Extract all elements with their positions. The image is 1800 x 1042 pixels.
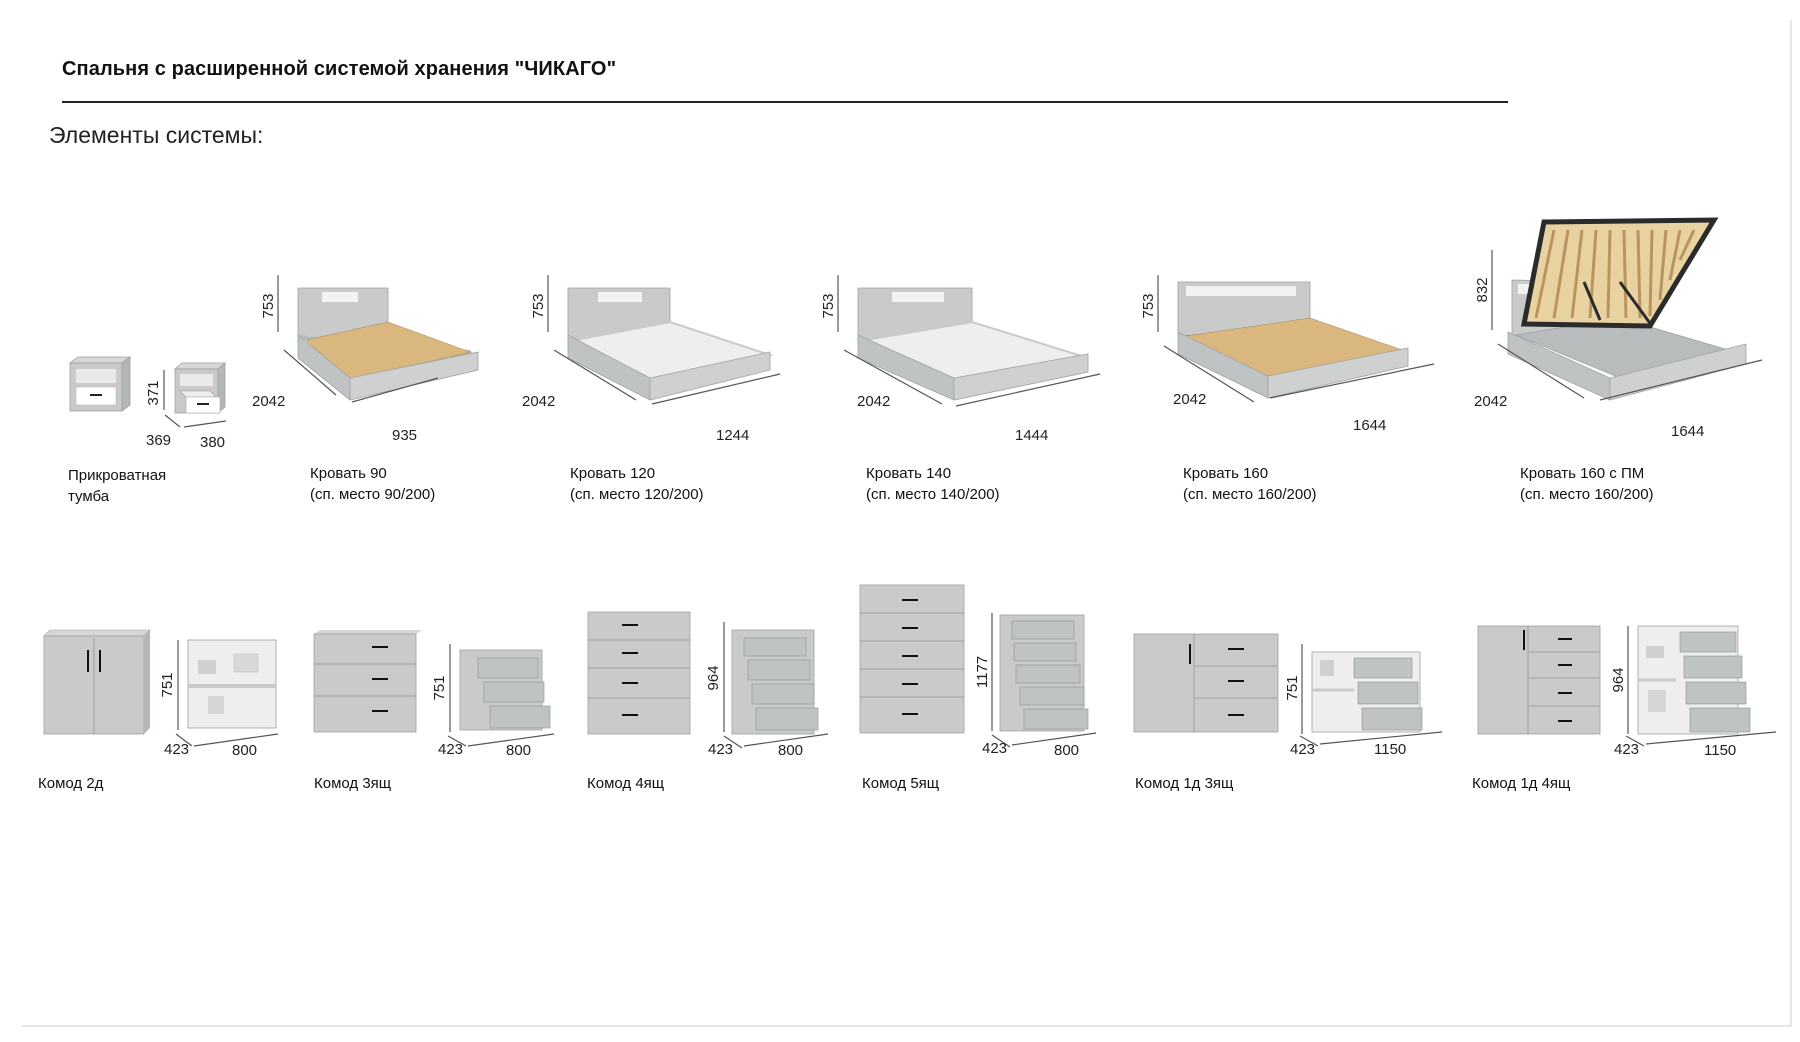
nightstand-dimensions: 371 369 380	[145, 370, 227, 451]
product-name: Комод 3ящ	[314, 775, 392, 792]
product-name-line-1: Кровать 160	[1183, 465, 1269, 482]
dim-depth: 423	[164, 741, 189, 758]
product-name: Комод 1д 3ящ	[1135, 775, 1234, 792]
dim-width: 1150	[1704, 742, 1736, 759]
product-nightstand: 371 369 380 Прикроватная тумба	[60, 355, 260, 505]
page-frame	[22, 20, 1792, 1027]
dresser-1d3-illustration: 751 423 1150	[1133, 633, 1443, 758]
product-name-line-2: (сп. место 160/200)	[1183, 486, 1317, 503]
product-dresser-2-doors: 751 423 800 Комод 2д	[38, 629, 298, 792]
dim-height: 753	[530, 293, 547, 318]
product-bed-90: 753 2042 935 Кровать 90 (сп. место 90/20…	[252, 275, 510, 503]
product-dresser-4-drawers: 964 423 800 Комод 4ящ	[582, 610, 842, 792]
bed-160-lift-illustration: 832 2042 1644	[1474, 217, 1763, 440]
dim-width: 800	[232, 742, 257, 759]
product-name: Комод 1д 4ящ	[1472, 775, 1571, 792]
product-name-line-2: тумба	[68, 488, 110, 505]
dim-width: 800	[1054, 742, 1079, 759]
dim-depth: 423	[708, 741, 733, 758]
product-name: Комод 4ящ	[587, 775, 665, 792]
dim-depth: 423	[1290, 741, 1315, 758]
dresser-5-illustration: 1177 423 800	[859, 584, 1097, 759]
product-name: Комод 2д	[38, 775, 104, 792]
product-name-line-2: (сп. место 120/200)	[570, 486, 704, 503]
product-name: Комод 5ящ	[862, 775, 940, 792]
product-dresser-1-door-4-drawers: 964 423 1150 Комод 1д 4ящ	[1472, 610, 1786, 792]
bed-90-illustration: 753 2042 935	[252, 275, 479, 444]
product-bed-140: 753 2042 1444 Кровать 140 (сп. место 140…	[820, 275, 1120, 503]
dim-depth: 2042	[522, 393, 555, 410]
title-divider	[62, 101, 1508, 103]
dim-width: 1244	[716, 427, 749, 444]
bed-160-illustration: 753 2042 1644	[1140, 275, 1435, 434]
product-name-line-1: Кровать 140	[866, 465, 952, 482]
dim-depth: 369	[146, 432, 171, 449]
product-dresser-5-drawers: 1177 423 800 Комод 5ящ	[856, 584, 1116, 792]
product-bed-120: 753 2042 1244 Кровать 120 (сп. место 120…	[522, 275, 800, 503]
dim-width: 935	[392, 427, 417, 444]
bed-120-illustration: 753 2042 1244	[522, 275, 781, 444]
dim-height: 751	[159, 672, 176, 697]
dim-width: 800	[506, 742, 531, 759]
product-dresser-3-drawers: 751 423 800 Комод 3ящ	[310, 630, 570, 792]
nightstand-illustration	[68, 356, 227, 414]
dim-width: 1644	[1353, 417, 1386, 434]
dim-height: 753	[820, 293, 837, 318]
dresser-1d4-illustration: 964 423 1150	[1477, 625, 1777, 759]
dim-height: 753	[1140, 293, 1157, 318]
dim-depth: 423	[1614, 741, 1639, 758]
dim-height: 751	[431, 675, 448, 700]
dim-depth: 423	[982, 740, 1007, 757]
product-bed-160-lift: 832 2042 1644 Кровать 160 с ПМ (сп. мест…	[1474, 217, 1780, 503]
bed-140-illustration: 753 2042 1444	[820, 275, 1101, 444]
dim-depth: 423	[438, 741, 463, 758]
product-name-line-1: Прикроватная	[68, 467, 167, 484]
product-bed-160: 753 2042 1644 Кровать 160 (сп. место 160…	[1140, 275, 1450, 503]
dim-depth: 2042	[252, 393, 285, 410]
product-name-line-1: Кровать 160 с ПМ	[1520, 465, 1645, 482]
product-name-line-2: (сп. место 140/200)	[866, 486, 1000, 503]
dim-width: 1444	[1015, 427, 1048, 444]
dresser-4-illustration: 964 423 800	[587, 611, 829, 759]
dim-width: 380	[200, 434, 225, 451]
section-heading: Элементы системы:	[49, 122, 264, 148]
dim-height: 1177	[974, 656, 991, 688]
dresser-3-illustration: 751 423 800	[313, 630, 555, 759]
dim-height: 832	[1474, 277, 1491, 302]
dim-height: 964	[1610, 667, 1627, 692]
dim-width: 1644	[1671, 423, 1704, 440]
page-title: Спальня с расширенной системой хранения …	[62, 58, 617, 80]
dim-height: 964	[705, 665, 722, 690]
dim-depth: 2042	[1173, 391, 1206, 408]
dim-width: 800	[778, 742, 803, 759]
dresser-2d-illustration: 751 423 800	[43, 629, 279, 759]
dim-height: 751	[1284, 675, 1301, 700]
dim-height: 753	[260, 293, 277, 318]
product-dresser-1-door-3-drawers: 751 423 1150 Комод 1д 3ящ	[1132, 630, 1452, 792]
dim-height: 371	[145, 380, 162, 405]
dim-depth: 2042	[1474, 393, 1507, 410]
dim-depth: 2042	[857, 393, 890, 410]
product-name-line-1: Кровать 90	[310, 465, 387, 482]
dim-width: 1150	[1374, 741, 1406, 758]
product-name-line-1: Кровать 120	[570, 465, 656, 482]
product-name-line-2: (сп. место 90/200)	[310, 486, 436, 503]
product-name-line-2: (сп. место 160/200)	[1520, 486, 1654, 503]
